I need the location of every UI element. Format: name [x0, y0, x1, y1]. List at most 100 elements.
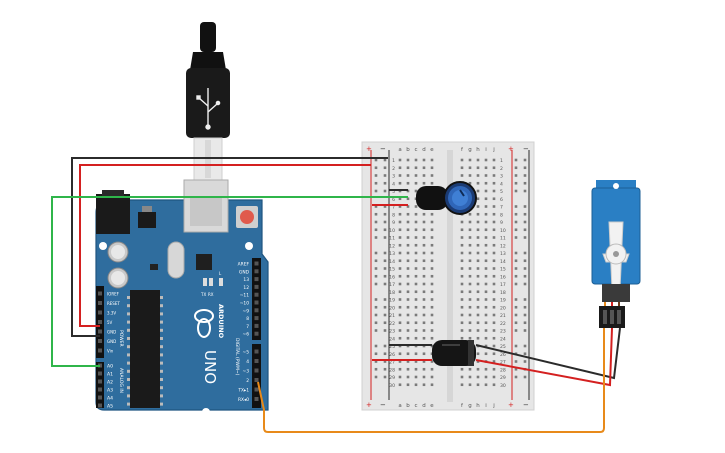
breadboard-hole[interactable] [398, 259, 402, 263]
rail-hole[interactable] [383, 181, 387, 185]
rail-hole[interactable] [374, 259, 378, 263]
rail-hole[interactable] [383, 189, 387, 193]
breadboard-hole[interactable] [398, 313, 402, 317]
breadboard-hole[interactable] [414, 329, 418, 332]
breadboard-hole[interactable] [468, 321, 472, 325]
breadboard-hole[interactable] [398, 305, 402, 309]
breadboard-hole[interactable] [492, 360, 496, 363]
header-pin[interactable] [98, 329, 102, 334]
rail-hole[interactable] [514, 205, 518, 208]
breadboard-hole[interactable] [406, 205, 410, 208]
breadboard-hole[interactable] [476, 267, 480, 270]
breadboard-hole[interactable] [468, 313, 472, 317]
breadboard-hole[interactable] [468, 274, 472, 278]
breadboard-hole[interactable] [406, 181, 410, 185]
breadboard-hole[interactable] [422, 336, 426, 340]
breadboard-hole[interactable] [406, 251, 410, 255]
breadboard-hole[interactable] [414, 243, 418, 247]
rail-hole[interactable] [374, 158, 378, 162]
breadboard-hole[interactable] [406, 267, 410, 270]
breadboard-hole[interactable] [398, 383, 402, 387]
breadboard-hole[interactable] [430, 236, 434, 239]
breadboard-hole[interactable] [414, 236, 418, 239]
breadboard-hole[interactable] [476, 220, 480, 224]
breadboard-hole[interactable] [406, 305, 410, 309]
rail-hole[interactable] [374, 375, 378, 379]
potentiometer[interactable] [416, 181, 477, 215]
breadboard-hole[interactable] [406, 274, 410, 278]
breadboard-hole[interactable] [492, 267, 496, 270]
breadboard-hole[interactable] [492, 166, 496, 170]
breadboard-hole[interactable] [484, 352, 488, 356]
breadboard-hole[interactable] [398, 174, 402, 177]
breadboard-hole[interactable] [484, 181, 488, 185]
rail-hole[interactable] [383, 321, 387, 325]
breadboard-hole[interactable] [460, 313, 464, 317]
rail-hole[interactable] [514, 267, 518, 270]
rail-hole[interactable] [383, 305, 387, 309]
breadboard-hole[interactable] [476, 251, 480, 255]
electrolytic-capacitor[interactable] [432, 340, 476, 366]
rail-hole[interactable] [514, 158, 518, 162]
rail-hole[interactable] [514, 321, 518, 325]
rail-hole[interactable] [523, 298, 527, 301]
breadboard-hole[interactable] [468, 367, 472, 371]
breadboard-hole[interactable] [492, 158, 496, 162]
breadboard-hole[interactable] [468, 158, 472, 162]
breadboard-hole[interactable] [460, 236, 464, 239]
breadboard-hole[interactable] [476, 375, 480, 379]
rail-hole[interactable] [523, 236, 527, 239]
breadboard-hole[interactable] [460, 174, 464, 177]
breadboard-hole[interactable] [468, 251, 472, 255]
rail-hole[interactable] [383, 367, 387, 371]
breadboard-hole[interactable] [476, 259, 480, 263]
breadboard-hole[interactable] [460, 367, 464, 371]
breadboard-hole[interactable] [484, 251, 488, 255]
breadboard-hole[interactable] [484, 375, 488, 379]
rail-hole[interactable] [383, 352, 387, 356]
header-pin[interactable] [98, 339, 102, 343]
breadboard-hole[interactable] [460, 274, 464, 278]
breadboard-hole[interactable] [492, 197, 496, 201]
breadboard-hole[interactable] [406, 352, 410, 356]
header-pin[interactable] [254, 331, 259, 336]
breadboard-hole[interactable] [398, 243, 402, 247]
header-pin[interactable] [254, 387, 259, 392]
breadboard-hole[interactable] [398, 228, 402, 232]
breadboard-hole[interactable] [492, 174, 496, 177]
breadboard-hole[interactable] [476, 360, 480, 363]
breadboard-hole[interactable] [414, 383, 418, 387]
breadboard-hole[interactable] [468, 228, 472, 232]
breadboard-hole[interactable] [430, 290, 434, 294]
breadboard-hole[interactable] [476, 205, 480, 208]
rail-hole[interactable] [523, 228, 527, 232]
breadboard-hole[interactable] [406, 158, 410, 162]
breadboard-hole[interactable] [406, 282, 410, 286]
breadboard-hole[interactable] [484, 189, 488, 193]
breadboard-hole[interactable] [406, 383, 410, 387]
rail-hole[interactable] [523, 360, 527, 363]
rail-hole[interactable] [523, 166, 527, 170]
breadboard-hole[interactable] [398, 236, 402, 239]
breadboard-hole[interactable] [406, 174, 410, 177]
breadboard-hole[interactable] [406, 298, 410, 301]
breadboard-hole[interactable] [484, 166, 488, 170]
breadboard-hole[interactable] [468, 375, 472, 379]
breadboard-hole[interactable] [484, 298, 488, 301]
breadboard-hole[interactable] [398, 212, 402, 216]
breadboard-hole[interactable] [492, 205, 496, 208]
breadboard-hole[interactable] [430, 383, 434, 387]
breadboard-hole[interactable] [492, 383, 496, 387]
breadboard-hole[interactable] [484, 205, 488, 208]
breadboard-hole[interactable] [422, 367, 426, 371]
breadboard-hole[interactable] [430, 220, 434, 224]
breadboard-hole[interactable] [406, 367, 410, 371]
breadboard-hole[interactable] [492, 367, 496, 371]
rail-hole[interactable] [383, 212, 387, 216]
breadboard-hole[interactable] [422, 243, 426, 247]
breadboard-hole[interactable] [398, 220, 402, 224]
rail-hole[interactable] [514, 174, 518, 177]
breadboard-hole[interactable] [468, 220, 472, 224]
breadboard-hole[interactable] [406, 212, 410, 216]
header-pin[interactable] [254, 261, 259, 266]
